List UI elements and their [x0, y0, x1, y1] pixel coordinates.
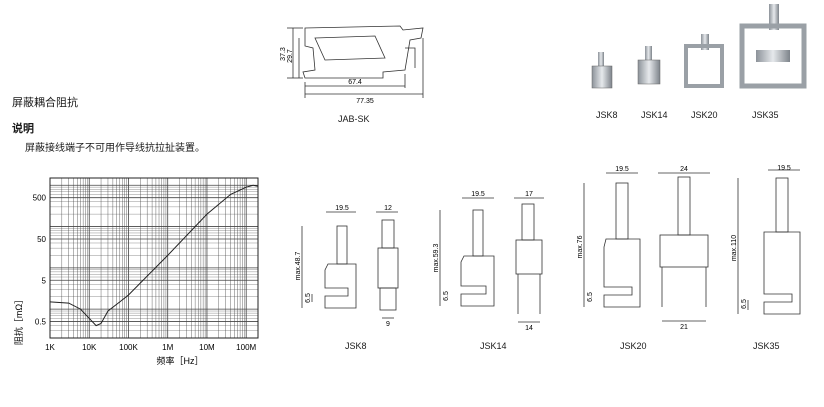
- jsk35-drawing: 19.5 max.110 6.5: [731, 165, 801, 315]
- jsk14-gap: 6.5: [443, 291, 450, 301]
- jsk8-gap: 6.5: [305, 293, 312, 303]
- jsk20-gap: 6.5: [587, 292, 594, 302]
- jsk35-gap: 6.5: [741, 299, 748, 309]
- impedance-series-line: [49, 184, 259, 327]
- jsk20-caption: JSK20: [620, 341, 647, 351]
- photo-jsk14: [637, 46, 661, 85]
- chart-y-tick-label: 0.5: [35, 318, 47, 327]
- jsk20-height: max.76: [577, 235, 584, 258]
- jsk8-side-width: 12: [384, 205, 392, 212]
- jab-sk-caption: JAB-SK: [338, 114, 370, 124]
- jsk35-caption: JSK35: [753, 341, 780, 351]
- chart-x-tick-label: 10K: [82, 343, 97, 352]
- jsk20-bottom-width: 21: [680, 324, 688, 331]
- chart-x-tick-label: 1K: [45, 343, 55, 352]
- chart-y-label: 阻抗［mΩ］: [13, 295, 24, 345]
- chart-x-tick-label: 10M: [199, 343, 215, 352]
- jab-height-outer: 37.3: [280, 47, 287, 61]
- photo-jsk8: [591, 52, 613, 89]
- chart-x-tick-label: 1M: [162, 343, 173, 352]
- chart-tick-labels: 1K 10K 100K 1M 10M 100M 0.5 5 50 500: [33, 194, 257, 352]
- jsk14-top-width: 19.5: [471, 191, 485, 198]
- chart-y-tick-label: 500: [33, 194, 47, 203]
- impedance-chart: 1K 10K 100K 1M 10M 100M 0.5 5 50 500 阻抗［mΩ］ 频率［Hz…: [13, 177, 259, 366]
- photo-label-jsk14: JSK14: [641, 110, 668, 120]
- page-title: 屏蔽耦合阻抗: [12, 96, 78, 109]
- jsk35-top-width: 19.5: [777, 165, 791, 172]
- chart-y-tick-label: 5: [42, 276, 47, 285]
- chart-x-label: 频率［Hz］: [157, 355, 204, 366]
- jsk14-drawing: 19.5 17 max.59.3 6.5 14: [433, 191, 544, 332]
- chart-y-tick-label: 50: [37, 235, 46, 244]
- jsk14-side-width: 17: [525, 191, 533, 198]
- section-heading: 说明: [12, 122, 34, 135]
- chart-grid: [49, 178, 259, 339]
- jsk8-height: max.48.7: [295, 251, 302, 280]
- jsk20-top-width: 19.5: [615, 166, 629, 173]
- jsk14-caption: JSK14: [480, 341, 507, 351]
- photo-label-jsk20: JSK20: [691, 110, 718, 120]
- jsk8-caption: JSK8: [345, 341, 367, 351]
- terminal-photos: [591, 4, 807, 89]
- photo-jsk35: [739, 4, 807, 89]
- photo-label-jsk8: JSK8: [596, 110, 618, 120]
- jsk35-height: max.110: [731, 235, 738, 261]
- jab-width-outer: 77.35: [356, 98, 374, 105]
- jsk20-drawing: 19.5 24 max.76 6.5 21: [577, 166, 710, 331]
- jsk20-side-width: 24: [680, 166, 688, 173]
- chart-frame: [49, 177, 259, 339]
- jab-width-inner: 67.4: [348, 79, 362, 86]
- jsk8-bottom-width: 9: [386, 321, 390, 328]
- jsk8-top-width: 19.5: [335, 205, 349, 212]
- photo-jsk20: [684, 34, 724, 88]
- description-text: 屏蔽接线端子不可用作导线抗拉扯装置。: [25, 143, 205, 154]
- jab-sk-drawing: 37.3 29.7 67.4 77.35: [280, 25, 424, 105]
- jsk14-height: max.59.3: [433, 243, 440, 272]
- jsk14-bottom-width: 14: [525, 325, 533, 332]
- chart-x-tick-label: 100M: [236, 343, 256, 352]
- jsk8-drawing: 19.5 12 max.48.7 6.5 9: [295, 205, 399, 328]
- chart-x-tick-label: 100K: [119, 343, 138, 352]
- jab-height-inner: 29.7: [287, 49, 294, 63]
- photo-label-jsk35: JSK35: [752, 110, 779, 120]
